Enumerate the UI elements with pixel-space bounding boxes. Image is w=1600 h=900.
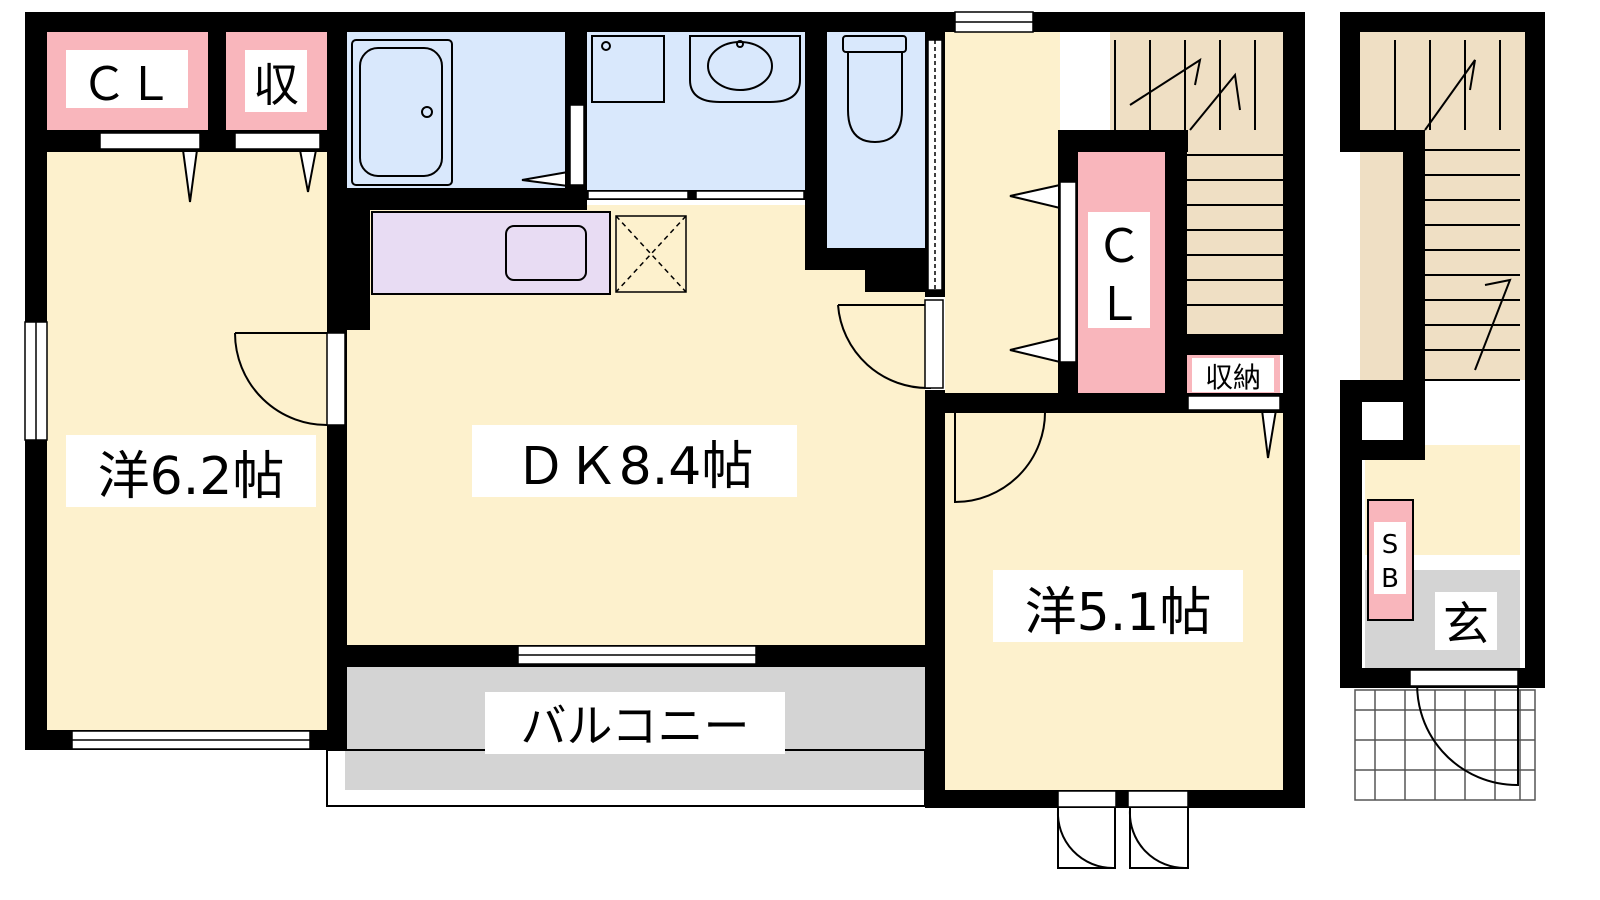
closet-cl-a-label: ＣＬ <box>81 57 173 111</box>
sink-fixture <box>505 225 587 281</box>
porch-tiles <box>1354 689 1536 801</box>
range-hood-fixture <box>615 215 687 293</box>
closet-cl-b-label-1: Ｃ <box>1096 219 1142 273</box>
entry-staircase <box>1360 30 1525 380</box>
wall-openings <box>24 11 1519 808</box>
washroom <box>585 30 805 195</box>
storage-a-label: 収 <box>253 58 299 112</box>
entrance-label: 玄 <box>1443 597 1489 651</box>
room-labels: ＣＬ 収 洋6.2帖 ＤＫ8.4帖 Ｃ Ｌ 収納 洋5.1帖 バルコニー S B… <box>66 50 1497 754</box>
toilet <box>825 30 930 250</box>
stair-treads <box>1114 40 1285 336</box>
door-swings <box>181 149 1519 870</box>
toilet-fixture <box>842 35 907 144</box>
dk-room-label: ＤＫ8.4帖 <box>515 437 754 497</box>
shoebox-label-1: S <box>1382 530 1399 560</box>
entry-stair-treads <box>1394 40 1520 381</box>
western-room-b-label: 洋5.1帖 <box>1025 583 1212 643</box>
western-room-a-label: 洋6.2帖 <box>98 447 285 507</box>
closet-cl-b-label-2: Ｌ <box>1096 277 1142 331</box>
bathroom <box>345 30 570 190</box>
storage-b-label: 収納 <box>1205 361 1261 394</box>
washbasin-fixture <box>591 35 801 103</box>
bathtub-fixture <box>351 39 453 186</box>
kitchen-counter <box>371 211 611 295</box>
shoebox-label-2: B <box>1381 564 1399 594</box>
hallway <box>945 30 1060 400</box>
balcony-label: バルコニー <box>520 699 749 753</box>
